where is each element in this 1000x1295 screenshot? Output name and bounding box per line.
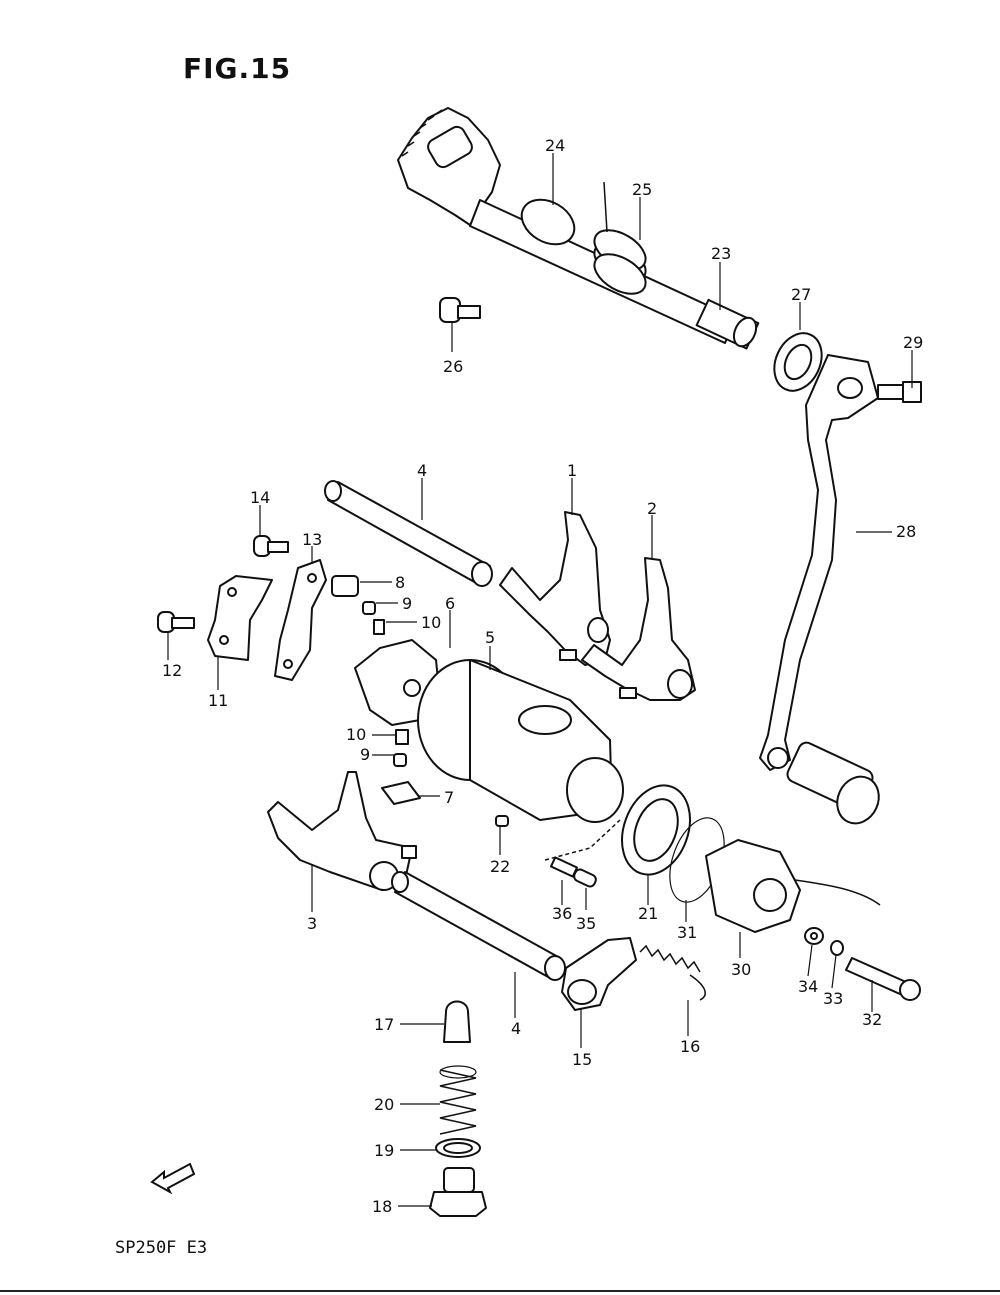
callout-12: 12 [162,661,183,680]
callout-30: 30 [731,960,752,979]
callout-15: 15 [572,1050,593,1069]
callout-6: 6 [445,594,456,613]
washer-21 [621,784,691,876]
callout-26: 26 [443,357,464,376]
callout-28: 28 [896,522,917,541]
callout-14: 14 [250,488,271,507]
callout-18: 18 [372,1197,393,1216]
stopper-plate-11 [207,575,273,661]
bolt-26 [439,297,481,323]
cam-stopper-13 [274,559,327,681]
callout-8: 8 [395,573,406,592]
callout-11: 11 [208,691,229,710]
callout-4-lower: 4 [511,1019,522,1038]
fork-shaft-4-upper [324,480,493,587]
model-code: SP250F E3 [115,1238,208,1258]
plug-18 [429,1167,487,1217]
callout-24: 24 [545,136,566,155]
callout-20: 20 [374,1095,395,1114]
washer-34 [804,927,824,945]
callout-32: 32 [862,1010,883,1029]
callout-17: 17 [374,1015,395,1034]
callout-35: 35 [576,914,597,933]
spring-20 [439,1065,477,1135]
callout-7: 7 [444,788,455,807]
leader-lines [167,153,913,1207]
bolt-32 [845,957,921,1001]
spring-16 [639,944,706,1001]
callout-9-lower: 9 [360,745,371,764]
callout-10-lower: 10 [346,725,367,744]
pin-group-lower [381,729,509,827]
gearshift-lever-28 [759,354,922,825]
lock-washer-33 [830,940,844,956]
callout-13: 13 [302,530,323,549]
screw-14 [253,535,289,557]
shift-fork-1 [499,511,611,666]
washer-19 [435,1138,481,1158]
callout-5: 5 [485,628,496,647]
gearshift-shaft-assembly [397,107,760,350]
callout-31: 31 [677,923,698,942]
figure-title: FIG.15 [183,52,292,85]
callout-2: 2 [647,499,658,518]
callout-9-upper: 9 [402,594,413,613]
callout-33: 33 [823,989,844,1008]
callout-16: 16 [680,1037,701,1056]
callout-29: 29 [903,333,924,352]
callout-1: 1 [567,461,578,480]
callout-25: 25 [632,180,653,199]
contact-pin-36-35 [544,819,621,888]
callout-36: 36 [552,904,573,923]
callout-4-upper: 4 [417,461,428,480]
screw-12 [157,611,195,633]
fwd-arrow-icon [150,1162,196,1194]
shift-fork-2 [581,557,696,701]
gear-position-switch-30 [705,839,881,933]
callout-27: 27 [791,285,812,304]
bottom-border [0,1290,1000,1292]
callout-23: 23 [711,244,732,263]
callout-22: 22 [490,857,511,876]
callout-21: 21 [638,904,659,923]
pin-group-upper [331,575,385,635]
callout-34: 34 [798,977,819,996]
callout-3: 3 [307,914,318,933]
oil-seal-27 [773,332,823,392]
shift-fork-3 [267,771,417,891]
fork-shaft-4-lower [391,871,566,981]
cam-stopper-15 [561,937,637,1011]
gearshift-cam-stopper-17 [443,1000,471,1043]
callout-19: 19 [374,1141,395,1160]
callout-10-upper: 10 [421,613,442,632]
gearshift-cam-drum-5 [417,659,624,823]
